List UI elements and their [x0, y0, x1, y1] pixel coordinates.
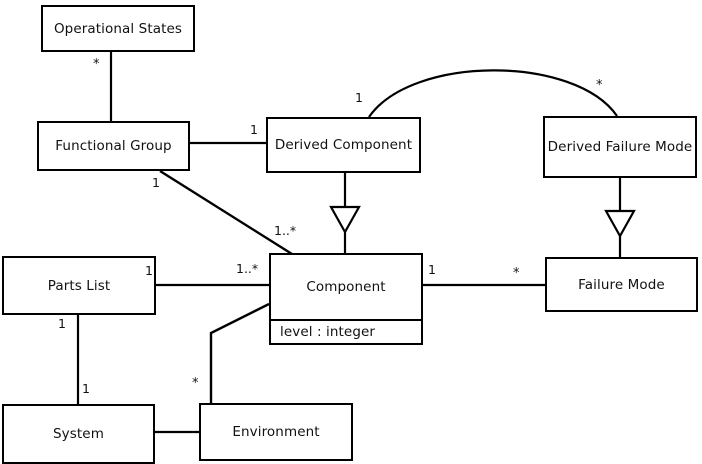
- class-name-derived-component: Derived Component: [274, 137, 413, 153]
- multiplicity-component-right-one: 1: [428, 262, 436, 277]
- class-box-parts-list[interactable]: Parts List: [2, 256, 156, 315]
- class-box-functional-group[interactable]: Functional Group: [37, 121, 190, 171]
- class-box-environment[interactable]: Environment: [199, 403, 353, 461]
- multiplicity-component-diagonal-one-star: 1..*: [274, 223, 297, 238]
- class-name-operational-states: Operational States: [53, 20, 183, 37]
- multiplicity-parts-list-one: 1: [145, 263, 153, 278]
- class-name-environment: Environment: [232, 424, 320, 440]
- class-name-system: System: [53, 426, 104, 442]
- multiplicity-curve-derived-component-one: 1: [355, 90, 363, 105]
- generalization-triangle-derived-component: [329, 205, 361, 235]
- multiplicity-failure-mode-star: *: [513, 266, 520, 281]
- class-box-derived-failure-mode[interactable]: Derived Failure Mode: [543, 116, 697, 178]
- class-box-failure-mode[interactable]: Failure Mode: [545, 257, 698, 312]
- generalization-triangle-derived-failure-mode: [604, 209, 636, 239]
- class-name-functional-group: Functional Group: [55, 138, 172, 154]
- class-attribute-component-level: level : integer: [271, 319, 421, 343]
- multiplicity-functional-group-diagonal-one: 1: [152, 175, 160, 190]
- class-name-parts-list: Parts List: [47, 277, 111, 294]
- class-name-component: Component: [306, 279, 386, 295]
- multiplicity-component-left-one-star: 1..*: [236, 261, 259, 276]
- multiplicity-parts-list-system-bottom-one: 1: [82, 381, 90, 396]
- class-box-derived-component[interactable]: Derived Component: [266, 117, 421, 173]
- edge-functional-group-component: [159, 169, 293, 256]
- class-box-component[interactable]: Component level : integer: [269, 253, 423, 345]
- edge-environment-component: [209, 302, 270, 403]
- class-box-system[interactable]: System: [2, 404, 155, 464]
- class-name-derived-failure-mode: Derived Failure Mode: [547, 139, 693, 155]
- multiplicity-parts-list-system-top-one: 1: [58, 316, 66, 331]
- class-name-failure-mode: Failure Mode: [578, 276, 665, 293]
- multiplicity-derived-component-one: 1: [250, 122, 258, 137]
- class-box-operational-states[interactable]: Operational States: [41, 5, 195, 52]
- multiplicity-curve-derived-failure-mode-star: *: [596, 78, 603, 93]
- edge-derived-component-derived-failure-mode: [368, 69, 618, 118]
- multiplicity-operational-states-star: *: [93, 57, 100, 72]
- multiplicity-environment-star: *: [192, 376, 199, 391]
